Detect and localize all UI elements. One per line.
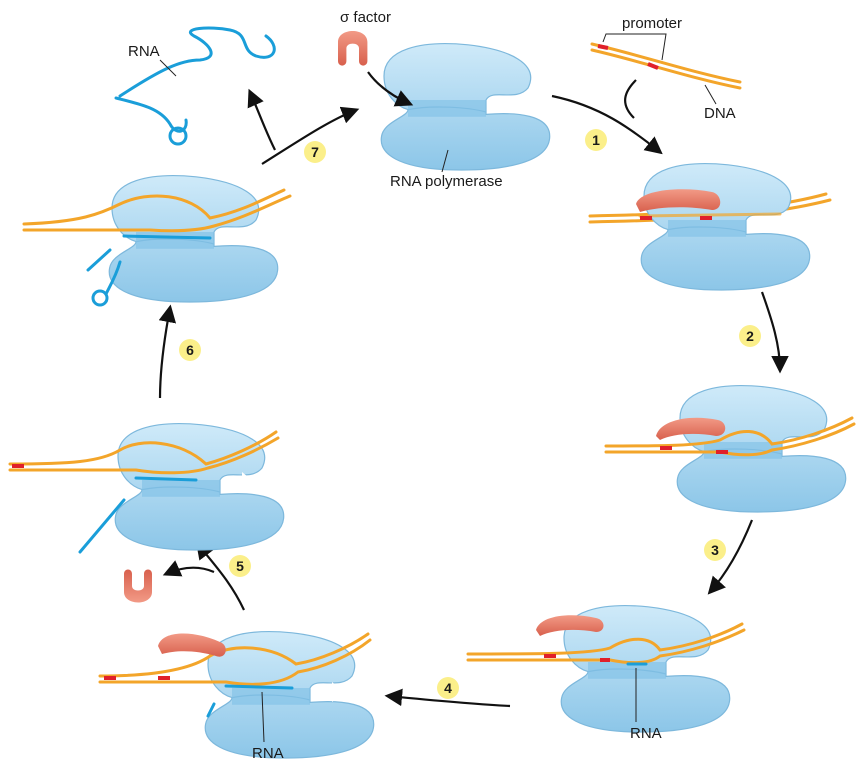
free-sigma-factor [338,30,368,66]
step7-arrow-to-rna [247,88,276,151]
step-2-badge [739,325,761,347]
step-2-number: 2 [746,328,754,344]
step6-arrow [158,304,177,399]
step2-arrow [760,291,789,374]
step-6-badge [179,339,201,361]
initiation-complex [466,605,746,733]
rna-top-leader [159,59,177,77]
sigma-binding-arrow [367,71,414,107]
released-rna-loop [168,126,188,146]
dna-leader [704,84,717,105]
open-complex [604,385,856,513]
step-4-number: 4 [444,680,452,696]
promoter-label: promoter [622,15,682,32]
step-7-badge [304,141,326,163]
rna-step3-label: RNA [630,725,662,742]
step5-arrow-sigma-release [162,560,215,577]
rna-step4-leader [261,691,265,743]
free-dna-strand [590,42,742,90]
step-6-number: 6 [186,342,194,358]
step4-arrow [384,688,511,708]
step-1-number: 1 [592,132,600,148]
step-1-badge [585,129,607,151]
closed-complex [588,163,832,291]
step7-arrow-to-polymerase [261,106,360,165]
step1-arrow [551,94,663,155]
released-rna-hairpin [114,96,188,133]
step-4-badge [437,677,459,699]
termination-complex [22,175,292,307]
dna-join-arrow [624,79,637,119]
step-5-number: 5 [236,558,244,574]
elongation-complex [8,423,285,554]
sigma-factor-label: σ factor [340,9,391,26]
rna-polymerase-leader [441,149,449,173]
rna-polymerase-label: RNA polymerase [390,173,503,190]
step-3-badge [704,539,726,561]
dna-label: DNA [704,105,736,122]
step3-arrow [707,519,754,595]
released-rna [118,26,276,98]
promoter-bracket [602,33,667,61]
released-sigma-factor [124,569,152,603]
step-7-number: 7 [311,144,319,160]
elongation-complex-with-sigma [98,631,375,759]
step-3-number: 3 [711,542,719,558]
rna-top-label: RNA [128,43,160,60]
free-rna-polymerase [380,43,551,171]
step-5-badge [229,555,251,577]
rna-step4-label: RNA [252,745,284,762]
step5-arrow-up [195,541,245,611]
